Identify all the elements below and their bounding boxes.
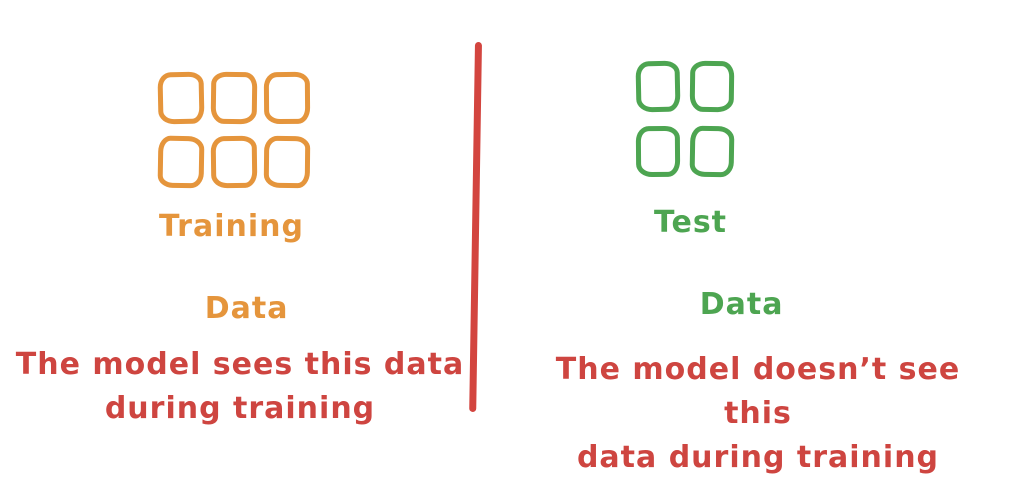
training-caption: The model sees this data during training	[14, 343, 466, 431]
training-caption-line2: during training	[104, 391, 376, 426]
training-data-label: Training Data	[159, 206, 304, 370]
test-square	[635, 125, 681, 178]
test-caption: The model doesn’t see this data during t…	[524, 348, 992, 480]
test-square	[689, 125, 735, 178]
test-caption-line1: The model doesn’t see this	[555, 352, 961, 431]
training-square	[210, 71, 258, 125]
test-square	[689, 60, 735, 113]
test-label-line1: Test	[654, 205, 728, 240]
training-square	[263, 135, 311, 189]
test-label-line2: Data	[699, 287, 784, 322]
test-data-label: Test Data	[654, 202, 784, 366]
training-square	[210, 135, 258, 189]
divider-line	[469, 41, 482, 413]
test-squares-grid	[635, 60, 735, 178]
training-square	[157, 71, 205, 125]
training-square	[157, 135, 205, 189]
training-caption-line1: The model sees this data	[15, 347, 465, 382]
test-square	[635, 60, 681, 113]
test-caption-line2: data during training	[576, 440, 940, 475]
training-label-line1: Training	[159, 209, 304, 244]
training-label-line2: Data	[204, 291, 289, 326]
training-square	[263, 71, 311, 125]
training-squares-grid	[157, 71, 311, 189]
